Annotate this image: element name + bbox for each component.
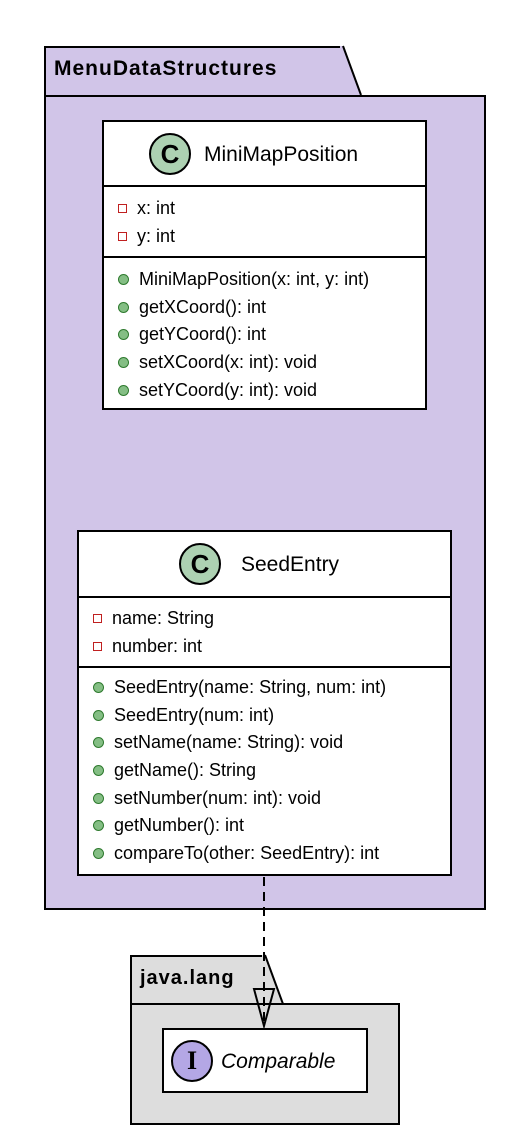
- method-row: compareTo(other: SeedEntry): int: [93, 840, 450, 868]
- public-icon: [93, 847, 104, 859]
- public-icon: [118, 384, 129, 396]
- private-icon: [118, 204, 127, 214]
- public-icon: [118, 274, 129, 286]
- method-text: setName(name: String): void: [114, 732, 344, 753]
- package-tab-slant: [340, 45, 362, 96]
- public-icon: [93, 792, 104, 804]
- private-icon: [118, 231, 127, 241]
- method-row: setYCoord(y: int): void: [118, 376, 425, 404]
- attribute-text: y: int: [137, 225, 176, 246]
- package-tab-menudatastructures: MenuDataStructures: [44, 46, 344, 97]
- method-text: getXCoord(): int: [139, 296, 267, 317]
- private-icon: [93, 614, 102, 624]
- method-row: getName(): String: [93, 757, 450, 785]
- public-icon: [118, 329, 129, 341]
- class-c-icon: C: [149, 133, 191, 175]
- class-minimapposition[interactable]: C MiniMapPosition x: int y: int MiniMapP…: [102, 120, 427, 410]
- method-text: compareTo(other: SeedEntry): int: [114, 842, 380, 863]
- method-section: MiniMapPosition(x: int, y: int) getXCoor…: [104, 258, 425, 404]
- method-row: getNumber(): int: [93, 812, 450, 840]
- method-row: SeedEntry(name: String, num: int): [93, 674, 450, 702]
- method-text: getYCoord(): int: [139, 324, 267, 345]
- method-row: getXCoord(): int: [118, 294, 425, 322]
- method-text: getNumber(): int: [114, 815, 245, 836]
- method-text: getName(): String: [114, 760, 257, 781]
- method-row: setNumber(num: int): void: [93, 784, 450, 812]
- attribute-row: x: int: [118, 195, 425, 223]
- method-text: setXCoord(x: int): void: [139, 352, 318, 373]
- public-icon: [118, 301, 129, 313]
- package-name: java.lang: [140, 967, 235, 989]
- class-name: SeedEntry: [241, 553, 340, 576]
- interface-i-icon: I: [171, 1040, 213, 1082]
- class-header: C SeedEntry: [79, 532, 450, 598]
- class-header: C MiniMapPosition: [104, 122, 425, 187]
- attribute-row: name: String: [93, 605, 450, 633]
- method-row: SeedEntry(num: int): [93, 702, 450, 730]
- method-row: setXCoord(x: int): void: [118, 349, 425, 377]
- method-row: getYCoord(): int: [118, 321, 425, 349]
- package-tab-java-lang: java.lang: [130, 955, 266, 1005]
- public-icon: [93, 765, 104, 777]
- method-text: setYCoord(y: int): void: [139, 379, 318, 400]
- method-section: SeedEntry(name: String, num: int) SeedEn…: [79, 668, 450, 867]
- attribute-text: x: int: [137, 198, 176, 219]
- attribute-text: name: String: [112, 608, 215, 629]
- public-icon: [93, 820, 104, 832]
- package-name: MenuDataStructures: [54, 57, 278, 80]
- method-text: SeedEntry(name: String, num: int): [114, 677, 387, 698]
- class-c-icon: C: [179, 543, 221, 585]
- realization-arrowhead: [252, 988, 276, 1030]
- public-icon: [118, 357, 129, 369]
- public-icon: [93, 737, 104, 749]
- attribute-section: x: int y: int: [104, 187, 425, 258]
- attribute-row: number: int: [93, 633, 450, 661]
- method-row: MiniMapPosition(x: int, y: int): [118, 266, 425, 294]
- public-icon: [93, 682, 104, 694]
- method-row: setName(name: String): void: [93, 729, 450, 757]
- interface-comparable[interactable]: I Comparable: [162, 1028, 368, 1093]
- class-name: MiniMapPosition: [204, 143, 359, 166]
- attribute-section: name: String number: int: [79, 598, 450, 668]
- method-text: MiniMapPosition(x: int, y: int): [139, 269, 370, 290]
- private-icon: [93, 641, 102, 651]
- public-icon: [93, 709, 104, 721]
- attribute-text: number: int: [112, 635, 203, 656]
- class-seedentry[interactable]: C SeedEntry name: String number: int See…: [77, 530, 452, 876]
- method-text: setNumber(num: int): void: [114, 787, 322, 808]
- attribute-row: y: int: [118, 223, 425, 251]
- method-text: SeedEntry(num: int): [114, 704, 275, 725]
- package-tab-slant: [262, 954, 284, 1005]
- interface-name: Comparable: [221, 1050, 336, 1073]
